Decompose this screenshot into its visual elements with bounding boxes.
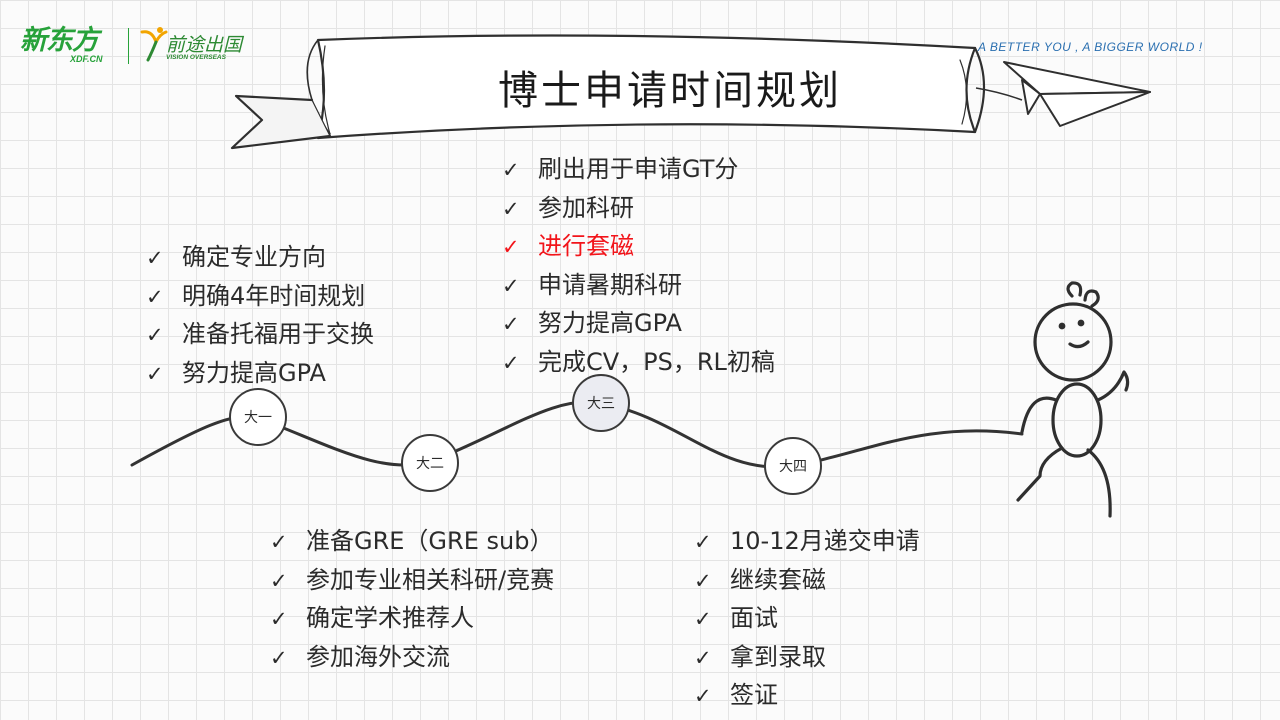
check-icon: ✓ (694, 568, 712, 593)
task-item: ✓ 刷出用于申请GT分 (502, 152, 775, 191)
task-list-year4: ✓ 10-12月递交申请 ✓ 继续套磁 ✓ 面试 ✓ 拿到录取 ✓ 签证 (694, 524, 920, 717)
check-icon: ✓ (146, 284, 164, 309)
xdf-logo-url: XDF.CN (70, 54, 103, 64)
check-icon: ✓ (502, 196, 520, 221)
check-icon: ✓ (694, 684, 712, 708)
page-title: 博士申请时间规划 (498, 68, 842, 114)
task-text: 准备GRE（GRE sub） (306, 527, 554, 555)
task-text: 参加海外交流 (306, 642, 450, 671)
task-item: ✓ 明确4年时间规划 (146, 279, 374, 318)
task-text: 准备托福用于交换 (182, 320, 374, 348)
task-text: 确定学术推荐人 (306, 604, 474, 632)
node-year4: 大四 (764, 437, 822, 495)
task-text: 努力提高GPA (182, 358, 326, 387)
node-year2: 大二 (401, 434, 459, 492)
task-text: 完成CV，PS，RL初稿 (538, 347, 775, 376)
task-text: 10-12月递交申请 (730, 527, 920, 555)
task-item: ✓ 拿到录取 (694, 640, 920, 679)
check-icon: ✓ (146, 361, 164, 386)
check-icon: ✓ (502, 312, 520, 336)
node-year3: 大三 (572, 374, 630, 432)
task-item: ✓ 确定学术推荐人 (270, 601, 554, 640)
task-item: ✓ 10-12月递交申请 (694, 524, 920, 563)
task-text: 努力提高GPA (538, 309, 682, 337)
check-icon: ✓ (270, 568, 288, 593)
task-text: 进行套磁 (538, 232, 634, 260)
xdf-logo: 新东方 XDF.CN (20, 25, 103, 65)
task-item: ✓ 准备托福用于交换 (146, 317, 374, 356)
vision-overseas-cn: 前途出国 (166, 34, 243, 56)
check-icon: ✓ (502, 273, 520, 298)
check-icon: ✓ (502, 158, 520, 182)
check-icon: ✓ (270, 607, 288, 631)
vision-overseas-en: VISION OVERSEAS (166, 54, 226, 61)
check-icon: ✓ (694, 645, 712, 670)
task-text: 继续套磁 (730, 565, 826, 594)
check-icon: ✓ (694, 530, 712, 554)
task-list-year1: ✓ 确定专业方向 ✓ 明确4年时间规划 ✓ 准备托福用于交换 ✓ 努力提高GPA (146, 240, 374, 394)
task-text: 面试 (730, 604, 778, 632)
task-text: 参加专业相关科研/竞赛 (306, 565, 555, 594)
task-item: ✓ 参加专业相关科研/竞赛 (270, 563, 554, 602)
title-banner (230, 34, 986, 150)
running-figure-icon (1016, 281, 1130, 518)
check-icon: ✓ (146, 246, 164, 270)
check-icon: ✓ (270, 530, 288, 554)
task-item: ✓ 完成CV，PS，RL初稿 (502, 345, 775, 384)
task-text: 确定专业方向 (182, 243, 326, 271)
check-icon: ✓ (146, 323, 164, 347)
task-list-year2: ✓ 准备GRE（GRE sub） ✓ 参加专业相关科研/竞赛 ✓ 确定学术推荐人 ✓ 参… (270, 524, 554, 678)
check-icon: ✓ (270, 645, 288, 670)
task-item: ✓ 继续套磁 (694, 563, 920, 602)
task-item: ✓ 努力提高GPA (146, 356, 374, 395)
task-item: ✓ 参加海外交流 (270, 640, 554, 679)
check-icon: ✓ (502, 350, 520, 375)
task-text: 签证 (730, 681, 778, 709)
task-text: 参加科研 (538, 193, 634, 222)
node-year1: 大一 (229, 388, 287, 446)
slogan: A BETTER YOU , A BIGGER WORLD ! (978, 40, 1203, 54)
task-text: 申请暑期科研 (538, 270, 682, 299)
task-item-highlighted: ✓ 进行套磁 (502, 229, 775, 268)
logo-divider (128, 28, 129, 64)
task-text: 拿到录取 (730, 642, 826, 671)
xdf-logo-text: 新东方 (20, 25, 99, 56)
task-item: ✓ 确定专业方向 (146, 240, 374, 279)
task-item: ✓ 签证 (694, 678, 920, 717)
task-item: ✓ 努力提高GPA (502, 306, 775, 345)
check-icon: ✓ (502, 235, 520, 259)
task-text: 刷出用于申请GT分 (538, 155, 739, 183)
task-list-year3: ✓刷出用于申请GT分 ✓参加科研 ✓进行套磁 ✓申请暑期科研 ✓努力提高GPA … (502, 152, 775, 383)
task-item: ✓ 参加科研 (502, 191, 775, 230)
task-item: ✓ 准备GRE（GRE sub） (270, 524, 554, 563)
check-icon: ✓ (694, 607, 712, 631)
task-text: 明确4年时间规划 (182, 281, 366, 310)
task-item: ✓ 面试 (694, 601, 920, 640)
paper-plane-icon (975, 61, 1151, 127)
task-item: ✓ 申请暑期科研 (502, 268, 775, 307)
vision-overseas-mark-icon (140, 27, 168, 62)
